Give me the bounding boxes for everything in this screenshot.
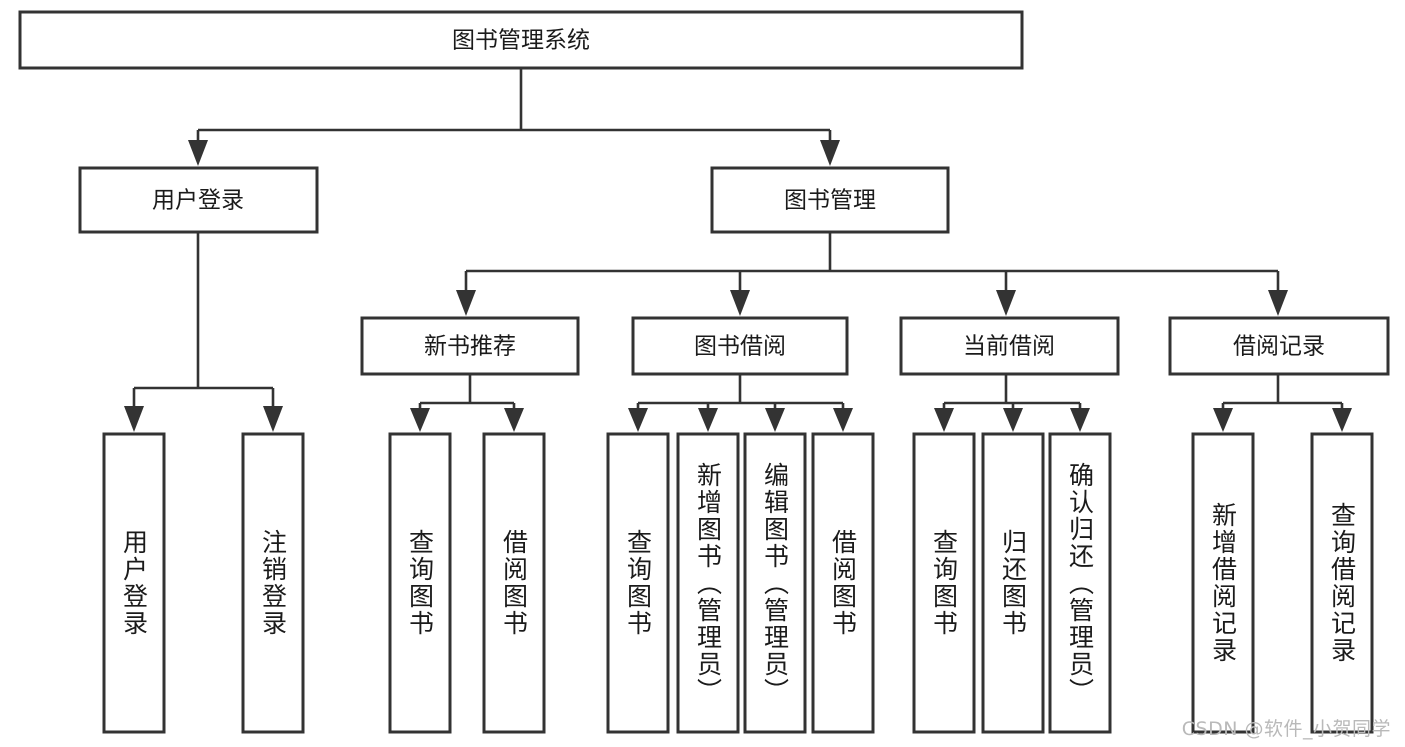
node-user-login-box[interactable] (78, 166, 319, 234)
leaf-box-return-book[interactable] (981, 432, 1045, 734)
arrow-head-leaf-logout (263, 406, 283, 432)
arrow-head-newbook-borrow-book (504, 408, 524, 432)
node-book-management-box[interactable] (710, 166, 950, 234)
leaf-box-confirm-return-admin[interactable] (1048, 432, 1112, 734)
node-user-login-label: 用户登录 (152, 188, 244, 214)
arrow-head-borrowrecord-query-record (1332, 408, 1352, 432)
node-current-borrow[interactable]: 当前借阅 (899, 316, 1120, 376)
arrow-head-book-mgmt (820, 140, 840, 166)
node-root[interactable]: 图书管理系统 (18, 10, 1024, 70)
connector-group-book-mgmt (456, 232, 1288, 316)
connector-group-current-borrow (934, 374, 1090, 432)
node-root-label: 图书管理系统 (452, 28, 590, 54)
arrow-head-current-borrow (996, 290, 1016, 316)
arrow-head-currentborrow-confirm-return (1070, 408, 1090, 432)
arrow-head-bookborrow-edit-book (765, 408, 785, 432)
node-book-borrow-label: 图书借阅 (694, 334, 786, 360)
node-root-box[interactable] (18, 10, 1024, 70)
node-book-borrow[interactable]: 图书借阅 (631, 316, 849, 376)
leaf-box-query-book-newrec[interactable] (388, 432, 452, 734)
leaf-box-edit-book-admin[interactable] (743, 432, 807, 734)
connector-group-user-login (124, 232, 283, 432)
node-new-book-recommend-label: 新书推荐 (424, 334, 516, 360)
watermark-text: CSDN @软件_小贺同学 (1181, 718, 1391, 740)
connector-group-new-book-rec (410, 374, 524, 432)
node-user-login[interactable]: 用户登录 (78, 166, 319, 234)
arrow-head-bookborrow-add-book (698, 408, 718, 432)
connector-group-root (188, 68, 840, 166)
node-current-borrow-box[interactable] (899, 316, 1120, 376)
node-book-management-label: 图书管理 (784, 188, 876, 214)
node-new-book-recommend[interactable]: 新书推荐 (360, 316, 580, 376)
arrow-head-leaf-user-login (124, 406, 144, 432)
leaf-box-add-book-admin[interactable] (676, 432, 740, 734)
leaf-box-logout[interactable] (241, 432, 305, 734)
arrow-head-user-login (188, 140, 208, 166)
leaf-box-borrow-book[interactable] (811, 432, 875, 734)
node-new-book-recommend-box[interactable] (360, 316, 580, 376)
leaf-box-query-borrow-record[interactable] (1310, 432, 1374, 734)
arrow-head-borrow-record (1268, 290, 1288, 316)
arrow-head-currentborrow-query-book (934, 408, 954, 432)
leaf-box-query-book-current[interactable] (912, 432, 976, 734)
arrow-head-new-book-rec (456, 290, 476, 316)
arrow-head-borrowrecord-add-record (1213, 408, 1233, 432)
leaf-box-borrow-book-newrec[interactable] (482, 432, 546, 734)
arrow-head-book-borrow (730, 290, 750, 316)
node-book-management[interactable]: 图书管理 (710, 166, 950, 234)
leaf-box-add-borrow-record[interactable] (1191, 432, 1255, 734)
node-borrow-record-label: 借阅记录 (1233, 334, 1325, 360)
connector-group-borrow-record (1213, 374, 1352, 432)
arrow-head-bookborrow-borrow-book (833, 408, 853, 432)
leaf-box-user-login[interactable] (102, 432, 166, 734)
leaf-box-query-book-borrow[interactable] (606, 432, 670, 734)
arrow-head-newbook-query-book (410, 408, 430, 432)
arrow-head-currentborrow-return-book (1003, 408, 1023, 432)
node-borrow-record[interactable]: 借阅记录 (1168, 316, 1390, 376)
node-borrow-record-box[interactable] (1168, 316, 1390, 376)
node-current-borrow-label: 当前借阅 (963, 334, 1055, 360)
leaf-box-group (102, 432, 1374, 734)
node-book-borrow-box[interactable] (631, 316, 849, 376)
connector-group-book-borrow (628, 374, 853, 432)
arrow-head-bookborrow-query-book (628, 408, 648, 432)
